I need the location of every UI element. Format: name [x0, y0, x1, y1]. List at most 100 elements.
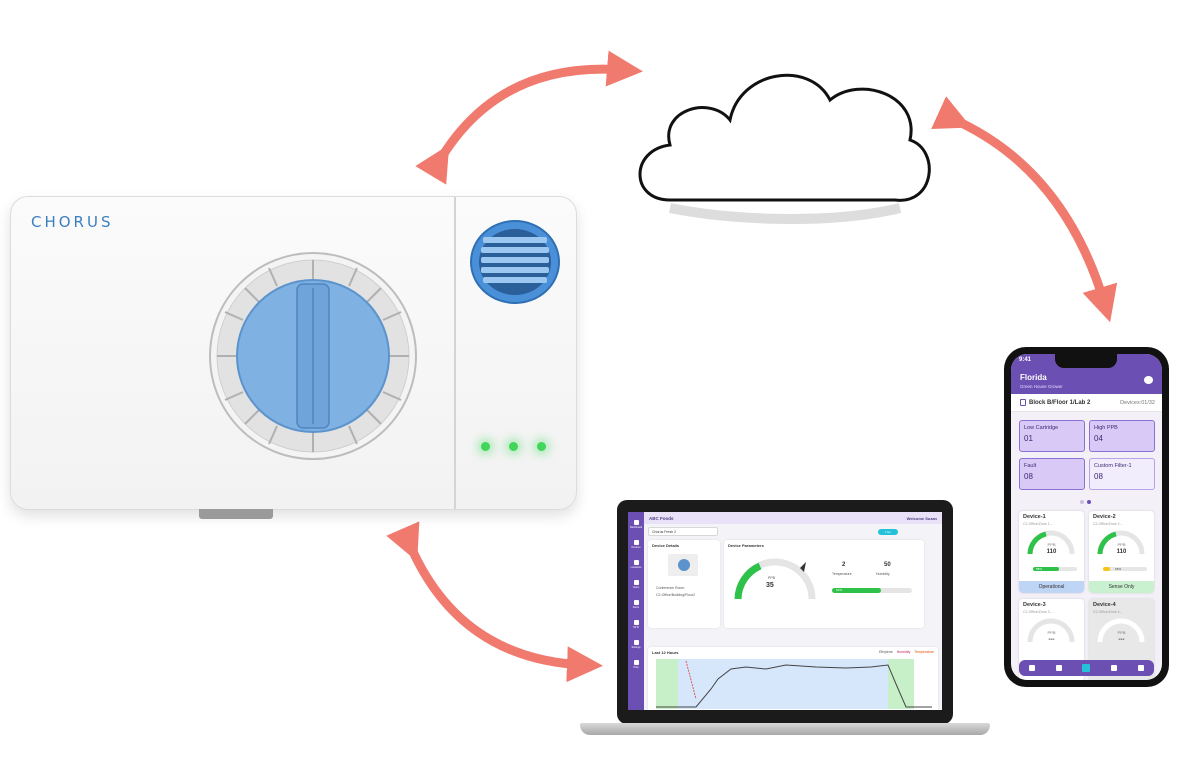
- device-path: C2-Office/Building/Floor2: [656, 593, 696, 597]
- led-indicator: [537, 442, 546, 451]
- device-mount: [199, 509, 273, 519]
- alert-tile[interactable]: Fault 08: [1019, 458, 1085, 490]
- nav-icon: [633, 639, 639, 645]
- add-icon[interactable]: [1082, 664, 1091, 672]
- tile-label: High PPB: [1094, 425, 1118, 431]
- arrow-cloud-phone: [931, 96, 1118, 323]
- device-divider: [454, 197, 456, 509]
- profile-icon[interactable]: [1137, 665, 1144, 671]
- laptop-base: [580, 723, 990, 735]
- nav-item[interactable]: Users: [628, 576, 644, 592]
- chorus-device: CHORUS: [10, 196, 577, 519]
- history-line-chart: [656, 659, 932, 709]
- cloud-icon: [638, 73, 931, 224]
- nav-icon: [633, 579, 639, 585]
- cartridge-bar: [1033, 567, 1077, 571]
- legend-item: Temperature: [914, 650, 934, 654]
- device-name: Device-1: [1023, 514, 1046, 520]
- temperature-value: 2: [842, 562, 846, 568]
- block-label: Block B/Floor 1/Lab 2: [1029, 400, 1091, 406]
- cartridge-bar-fill: [1103, 567, 1110, 571]
- tile-value: 01: [1024, 434, 1033, 443]
- block-bar[interactable]: Block B/Floor 1/Lab 2 Devices:01/32: [1011, 394, 1162, 412]
- dot: [1080, 500, 1084, 504]
- carousel-dots[interactable]: [1080, 500, 1091, 504]
- ppb-unit: PPB: [1117, 542, 1126, 547]
- device-name: Device-3: [1023, 602, 1046, 608]
- status-leds: [481, 442, 546, 451]
- device-card[interactable]: Device-2 C2-Office/Zone 2... PPB 110 15%…: [1089, 511, 1154, 593]
- air-vent-icon: [470, 220, 560, 304]
- building-icon: [1020, 399, 1026, 406]
- location-subtitle: Green House Grower: [1020, 384, 1063, 389]
- led-indicator: [509, 442, 518, 451]
- device-location: Conference Room: [656, 586, 685, 590]
- tile-label: Custom Filter-1: [1094, 463, 1132, 469]
- devices-icon[interactable]: [1055, 665, 1062, 671]
- ppb-unit: PPB: [1047, 542, 1056, 547]
- nav-item[interactable]: Locations: [628, 556, 644, 572]
- dot-active: [1087, 500, 1091, 504]
- device-location: C2-Office/Zone 3...: [1023, 610, 1053, 614]
- ppb-value: ---: [1118, 637, 1125, 643]
- device-selector[interactable]: Chorus Fresh 2: [648, 527, 718, 536]
- card-title: Device Parameters: [728, 543, 764, 548]
- nav-item[interactable]: SFTs: [628, 616, 644, 632]
- chat-icon[interactable]: [1144, 376, 1153, 384]
- device-name: Device-2: [1093, 514, 1116, 520]
- ppb-value: 35: [766, 582, 774, 589]
- devices-count: Devices:01/32: [1120, 400, 1155, 406]
- cartridge-percent: 58%: [1036, 567, 1043, 571]
- device-card[interactable]: Device-1 C2-Office/Zone 1... PPB 110 58%…: [1019, 511, 1084, 593]
- alert-tile[interactable]: Custom Filter-1 08: [1089, 458, 1155, 490]
- app-title: ABC Foods: [649, 515, 674, 521]
- tile-value: 08: [1024, 472, 1033, 481]
- status-pill[interactable]: Operational: [1019, 581, 1084, 593]
- ppb-value: 110: [1046, 549, 1057, 555]
- ppb-gauge: [1027, 618, 1075, 643]
- history-chart-card: Last 12 Hours Ethylene Humidity Temperat…: [648, 647, 938, 710]
- nav-item[interactable]: Devices: [628, 536, 644, 552]
- legend-item: Ethylene: [879, 650, 893, 654]
- status-time: 9:41: [1019, 357, 1032, 363]
- device-brand-logo: CHORUS: [31, 213, 114, 231]
- device-parameters-card: Device Parameters PPB 35 2 Temperature 5…: [724, 540, 924, 628]
- nav-item[interactable]: Help: [628, 656, 644, 672]
- humidity-label: Humidity: [876, 572, 890, 576]
- cartridge-percent: 61%: [836, 588, 843, 592]
- tile-value: 04: [1094, 434, 1103, 443]
- led-indicator: [481, 442, 490, 451]
- bell-icon[interactable]: [1111, 665, 1118, 671]
- alert-tile[interactable]: Low Cartridge 01: [1019, 420, 1085, 452]
- phone-screen: 9:41 Florida Green House Grower Block B/…: [1011, 354, 1162, 680]
- nav-icon: [633, 659, 639, 665]
- tile-label: Fault: [1024, 463, 1037, 469]
- dashboard-icon[interactable]: [1029, 665, 1036, 671]
- ppb-unit: PPB: [1047, 630, 1056, 635]
- device-location: C2-Office/Zone 4...: [1093, 610, 1123, 614]
- ppb-unit: PPB: [1117, 630, 1126, 635]
- live-badge[interactable]: Live: [878, 529, 898, 535]
- ppb-value: ---: [1048, 637, 1055, 643]
- cartridge-bar: [1103, 567, 1147, 571]
- smartphone: 9:41 Florida Green House Grower Block B/…: [1004, 347, 1169, 687]
- status-pill[interactable]: Sense Only: [1089, 581, 1154, 593]
- laptop-dashboard: Dashboard Devices Locations Users Alerts…: [628, 512, 942, 710]
- nav-icon: [633, 619, 639, 625]
- cartridge-bar-fill: [832, 588, 881, 593]
- dial-icon: [209, 252, 417, 460]
- ppb-gauge: [734, 558, 816, 600]
- dashboard-sidebar: Dashboard Devices Locations Users Alerts…: [628, 512, 644, 710]
- tile-value: 08: [1094, 472, 1103, 481]
- nav-item[interactable]: Settings: [628, 636, 644, 652]
- nav-item[interactable]: Dashboard: [628, 516, 644, 532]
- nav-item[interactable]: Alerts: [628, 596, 644, 612]
- alert-tile[interactable]: High PPB 04: [1089, 420, 1155, 452]
- arrow-device-laptop: [386, 521, 603, 683]
- device-thumb-dial: [678, 559, 690, 571]
- card-title: Device Details: [652, 543, 680, 548]
- location-selector[interactable]: Florida: [1020, 373, 1047, 382]
- cartridge-bar: [832, 588, 912, 593]
- ppb-gauge: [1027, 530, 1075, 555]
- ppb-unit: PPB: [768, 576, 776, 580]
